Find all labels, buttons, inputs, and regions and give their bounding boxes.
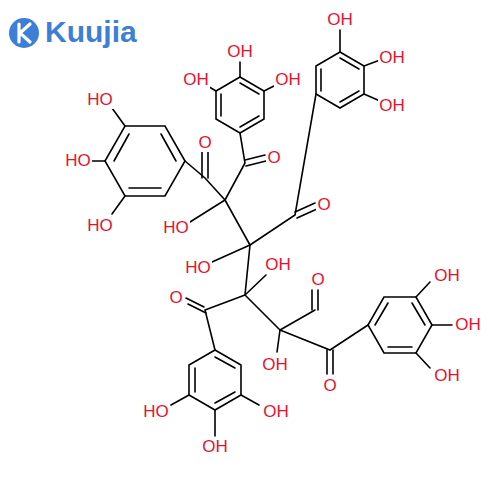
aldehyde-bond <box>280 310 315 330</box>
acyl-bond <box>225 133 245 200</box>
hydroxyl-bonds <box>206 62 276 91</box>
benzene-ring <box>368 297 432 353</box>
acyl-bond <box>280 325 368 350</box>
atom-label: OH <box>264 256 292 274</box>
atom-label: OH <box>262 403 290 421</box>
atom-label: OH <box>378 97 406 115</box>
atom-label: O <box>316 196 331 214</box>
carbonyl-double-bond <box>327 350 333 374</box>
aromatic-double-bonds <box>321 58 359 102</box>
atom-label: OH <box>261 356 289 374</box>
acyl-bond <box>205 295 245 350</box>
atom-label: O <box>322 377 337 395</box>
carbonyl-double-bond <box>295 203 317 218</box>
atom-label: OH <box>433 367 461 385</box>
atom-label: O <box>168 289 183 307</box>
carbonyl-double-bond <box>245 155 266 166</box>
benzene-ring <box>105 126 185 196</box>
hydroxyl-bonds <box>416 282 452 368</box>
atom-label: OH <box>433 267 461 285</box>
bonds <box>92 30 452 436</box>
hydroxyl-bonds <box>92 108 125 214</box>
atom-label: OH <box>274 71 302 89</box>
atom-label: HO <box>142 403 170 421</box>
atom-label: OH <box>201 438 229 456</box>
benzene-ring <box>189 350 241 410</box>
aromatic-double-bonds <box>195 357 235 403</box>
atom-label: OH <box>326 11 354 29</box>
acyl-bond <box>185 161 225 200</box>
benzene-ring <box>316 52 364 108</box>
carbonyl-double-bond <box>312 290 318 310</box>
atom-label: O <box>197 134 212 152</box>
carbonyl-double-bond <box>202 152 208 178</box>
aromatic-double-bonds <box>114 134 176 188</box>
hydroxyl-bonds <box>171 395 259 436</box>
benzene-ring <box>216 77 264 133</box>
acyl-bond <box>250 94 316 245</box>
hydroxyl-bonds <box>340 30 380 101</box>
watermark-logo: Kuujia <box>45 16 137 48</box>
atom-label: OH <box>182 71 210 89</box>
atom-label: HO <box>86 217 114 235</box>
atom-label: HO <box>64 152 92 170</box>
logo-glyph <box>19 24 30 42</box>
atom-label: HO <box>184 259 212 277</box>
atom-label: O <box>266 149 281 167</box>
aromatic-double-bonds <box>375 303 425 347</box>
logo-circle <box>9 18 39 48</box>
atom-label: HO <box>86 91 114 109</box>
carbonyl-double-bond <box>186 298 206 313</box>
logo-icon <box>9 18 39 48</box>
atom-label: HO <box>162 219 190 237</box>
atom-label: OH <box>454 316 482 334</box>
atom-label: O <box>310 271 325 289</box>
aromatic-double-bonds <box>221 83 259 127</box>
atom-label: OH <box>226 43 254 61</box>
atom-label: OH <box>378 49 406 67</box>
